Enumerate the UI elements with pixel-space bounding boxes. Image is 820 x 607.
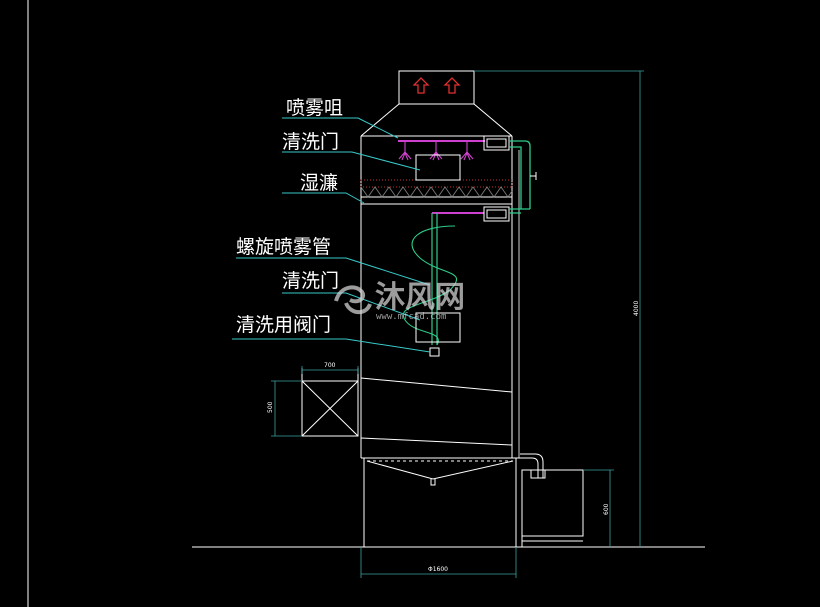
up-arrow-icon (412, 77, 430, 94)
cleaning-door-middle (415, 312, 461, 343)
up-arrow-icon (443, 77, 461, 94)
dim-tower-diameter: Φ1600 (428, 566, 448, 573)
watermark-url: www.mfcad.com (376, 312, 446, 322)
spray-nozzle-icon (429, 141, 443, 161)
spray-header (398, 135, 537, 209)
dim-total-height: 4000 (633, 301, 640, 316)
air-inlet (301, 368, 359, 437)
water-tank (363, 458, 517, 547)
mfcad-logo-icon (334, 285, 372, 315)
watermark-brand: 沐风网 (375, 280, 465, 315)
watermark: 沐风网 www.mfcad.com (334, 280, 465, 322)
label-spiral-spray-pipe: 螺旋喷雾管 (236, 236, 331, 258)
wet-curtain (360, 179, 513, 198)
exhaust-outlet (398, 70, 475, 105)
spray-nozzle-icon (460, 141, 474, 161)
label-wet-curtain: 湿濂 (300, 172, 338, 194)
label-cleaning-valve: 清洗用阀门 (236, 314, 331, 336)
label-spray-nozzle: 喷雾咀 (286, 97, 343, 119)
drawing-frame (27, 0, 705, 607)
label-cleaning-door-mid: 清洗门 (282, 270, 339, 292)
label-cleaning-door-top: 清洗门 (282, 131, 339, 153)
leader-lines (232, 117, 431, 353)
dim-inlet-width: 700 (324, 362, 336, 369)
cleaning-door-upper (415, 154, 461, 181)
circulation-pump (516, 453, 584, 547)
spray-nozzle-icon (398, 141, 412, 161)
dimension-lines (271, 70, 644, 578)
dim-inlet-height: 500 (267, 401, 274, 413)
dim-pump-height: 600 (603, 503, 610, 515)
